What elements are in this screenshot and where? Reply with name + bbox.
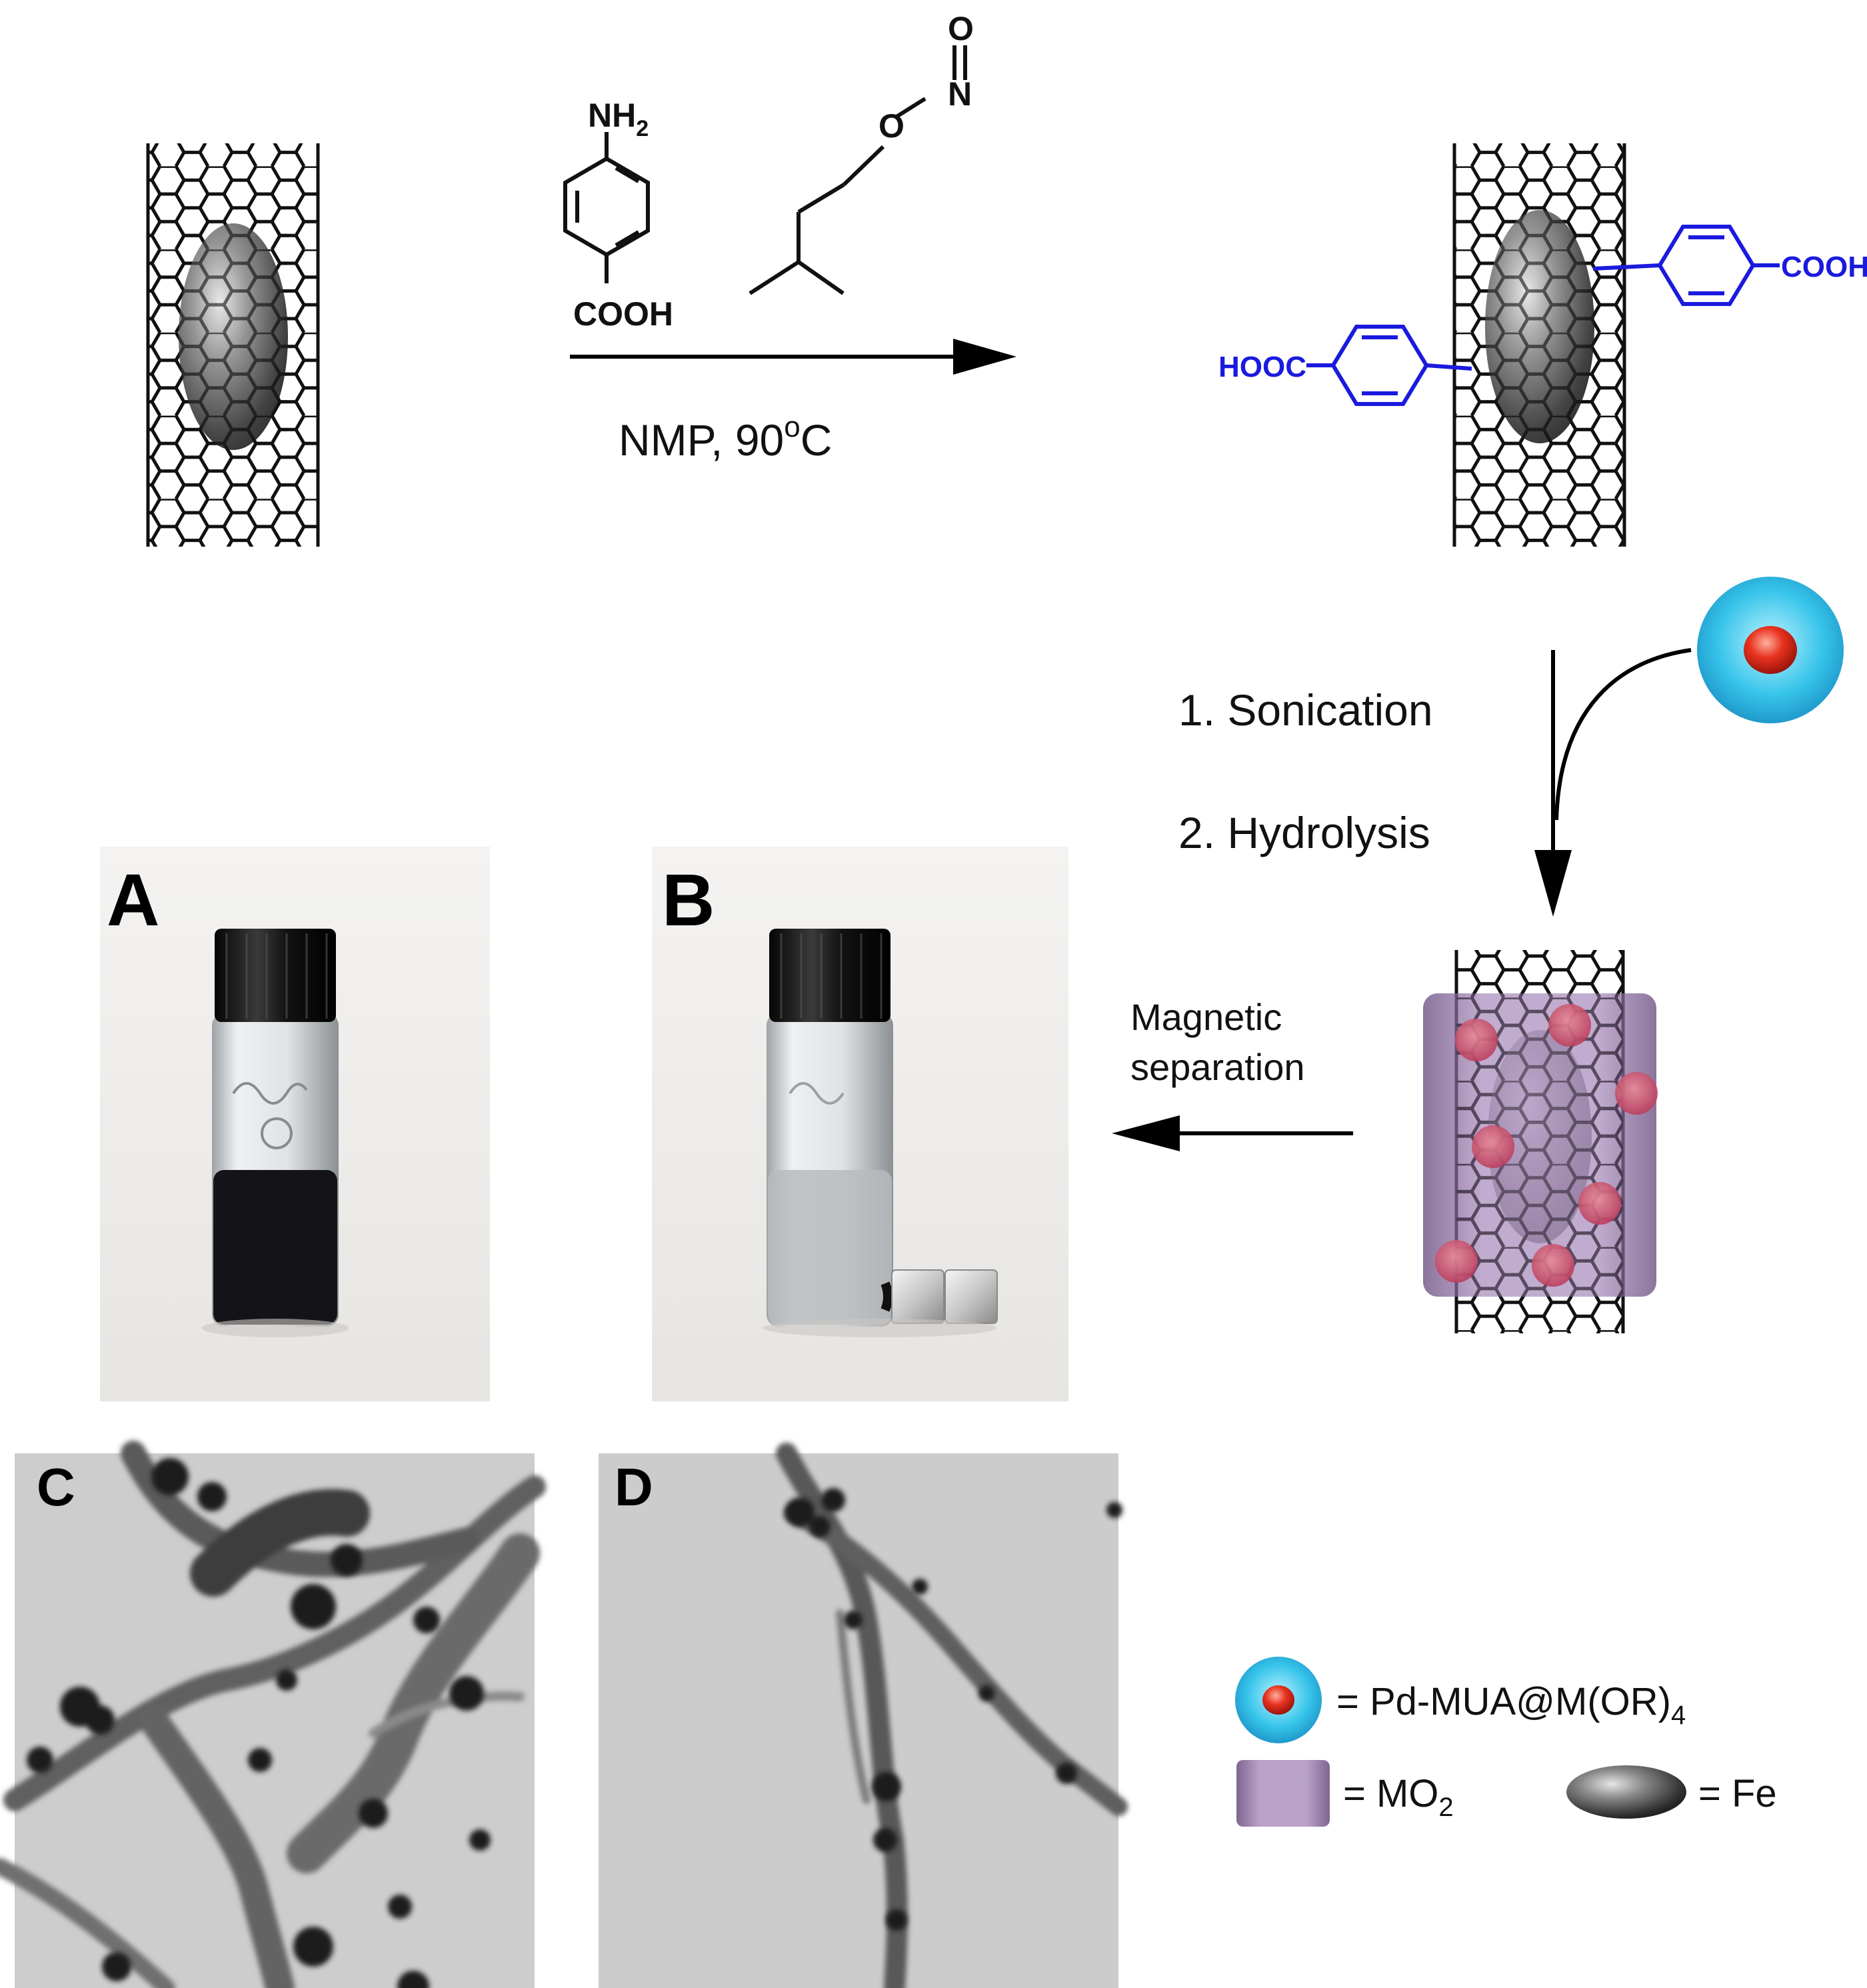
reaction-conditions: NMP, 90oC [619,411,832,465]
carboxyl-group-label-right: COOH [1781,251,1867,283]
vial-dispersion [213,1170,337,1325]
panel-label-b: B [662,859,715,941]
magnet-cube-2 [944,1269,998,1324]
step-1-label: 1. Sonication [1178,685,1433,735]
nitrogen-label: N [948,75,972,113]
carboxyl-group-label: COOH [573,295,673,333]
coated-nanotube [1423,950,1658,1333]
legend-mo2-label: = MO2 [1343,1772,1454,1822]
separation-label-line2: separation [1130,1046,1305,1088]
photo-panel-b [652,847,1068,1401]
amine-group-label: NH2 [588,97,649,141]
downward-arrow-head [1534,850,1572,917]
step-2-label: 2. Hydrolysis [1178,808,1430,857]
tem-panel-d [599,1443,1128,1988]
legend-mo2-icon [1236,1760,1330,1827]
starting-nanotube [146,143,320,547]
nitroso-oxygen-label: O [948,10,974,47]
pd-nanoparticles [1435,1004,1658,1287]
legend-fe-icon [1566,1765,1686,1819]
panel-label-c: C [37,1457,75,1517]
separation-arrow-head [1112,1115,1180,1151]
isoamyl-nitrite-structure [749,45,967,295]
legend-fe-label: = Fe [1698,1772,1777,1815]
reagent-addition-curve [1554,648,1692,821]
panel-label-d: D [615,1457,653,1517]
carboxyl-group-label-left: HOOC [1218,351,1306,383]
pd-precursor-bead [1697,577,1844,723]
vial-clear-liquid [768,1170,892,1325]
photo-panel-a [100,847,490,1401]
aryl-linker-right [1592,225,1780,306]
reaction-arrow-head [953,339,1016,375]
aminobenzoic-acid-structure [563,132,650,283]
legend-pd-icon [1235,1657,1322,1743]
vial-cap [215,929,336,1022]
legend: = Pd-MUA@M(OR)4 = MO2 = Fe [1235,1657,1777,1827]
functionalized-nanotube [1452,143,1626,547]
separation-label-line1: Magnetic [1130,996,1282,1038]
vial-cap [769,929,891,1022]
legend-pd-label: = Pd-MUA@M(OR)4 [1336,1680,1686,1730]
tem-panel-c [0,1441,546,1988]
panel-label-a: A [107,859,159,941]
ester-oxygen-label: O [879,107,905,145]
aryl-linker-left [1306,325,1472,406]
magnet-cube-1 [891,1269,944,1324]
